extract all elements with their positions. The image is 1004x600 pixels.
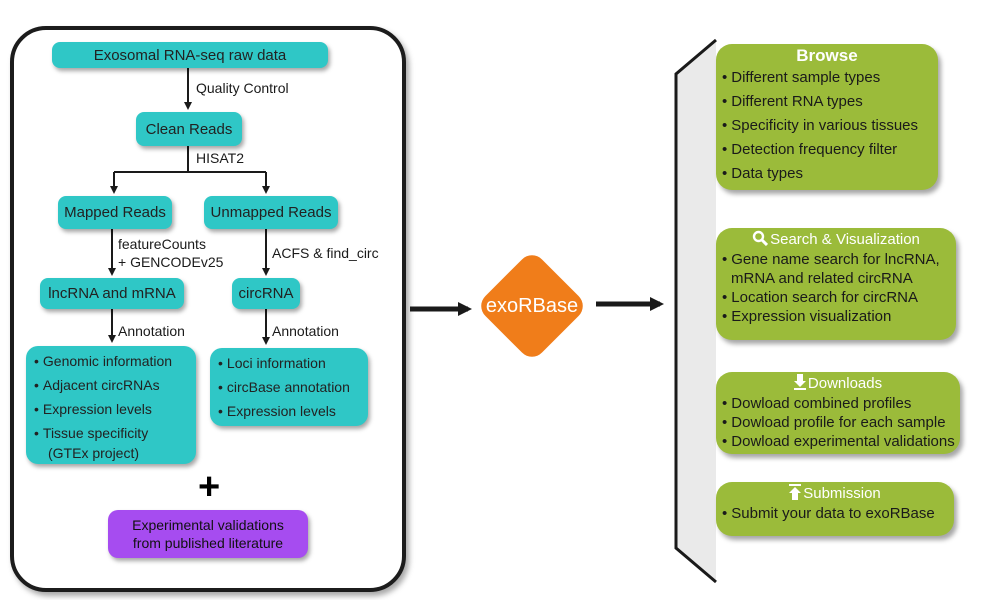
search-item: Gene name search for lncRNA, bbox=[722, 250, 950, 269]
experimental-line-2: from published literature bbox=[132, 535, 284, 551]
hisat2-label: HISAT2 bbox=[196, 150, 244, 166]
plus-sign: + bbox=[198, 466, 221, 508]
downloads-title-text: Downloads bbox=[807, 375, 883, 392]
experimental-validations-box: Experimental validations from published … bbox=[108, 510, 308, 558]
browse-box: Browse Different sample types Different … bbox=[716, 44, 938, 190]
list-item: (GTEx project) bbox=[48, 445, 140, 461]
list-item: Loci information bbox=[218, 351, 360, 375]
submission-title: Submission bbox=[722, 484, 948, 504]
search-visualization-box: Search & Visualization Gene name search … bbox=[716, 228, 956, 340]
annotation-left-label: Annotation bbox=[118, 323, 185, 339]
browse-item: Specificity in various tissues bbox=[722, 114, 932, 138]
downloads-item: Dowload experimental validations bbox=[722, 432, 954, 451]
circrna-annotation-list: Loci information circBase annotation Exp… bbox=[210, 348, 368, 426]
list-item: Genomic information bbox=[34, 349, 188, 373]
annotation-right-label: Annotation bbox=[272, 323, 339, 339]
browse-title: Browse bbox=[796, 46, 858, 65]
unmapped-reads-label: Unmapped Reads bbox=[210, 204, 332, 221]
clean-reads-label: Clean Reads bbox=[145, 120, 233, 138]
gencode-label: + GENCODEv25 bbox=[118, 254, 224, 270]
downloads-title: Downloads bbox=[722, 374, 954, 394]
search-item: Location search for circRNA bbox=[722, 288, 950, 307]
downloads-item: Dowload profile for each sample bbox=[722, 413, 954, 432]
list-item: Adjacent circRNAs bbox=[34, 373, 188, 397]
upload-icon bbox=[789, 484, 802, 500]
submission-item: Submit your data to exoRBase bbox=[722, 504, 948, 523]
search-item: Expression visualization bbox=[722, 307, 950, 326]
mapped-reads-box: Mapped Reads bbox=[58, 196, 172, 229]
download-icon bbox=[793, 374, 806, 390]
raw-data-label: Exosomal RNA-seq raw data bbox=[93, 46, 287, 64]
magnifier-icon bbox=[752, 230, 769, 246]
clean-reads-box: Clean Reads bbox=[136, 112, 242, 146]
browse-item: Data types bbox=[722, 162, 932, 186]
quality-control-label: Quality Control bbox=[196, 80, 289, 96]
browse-item: Different RNA types bbox=[722, 90, 932, 114]
exorbase-label: exoRBase bbox=[485, 294, 579, 317]
downloads-item: Dowload combined profiles bbox=[722, 394, 954, 413]
featurecounts-label: featureCounts bbox=[118, 236, 206, 252]
circrna-box: circRNA bbox=[232, 278, 300, 309]
unmapped-reads-box: Unmapped Reads bbox=[204, 196, 338, 229]
raw-data-box: Exosomal RNA-seq raw data bbox=[52, 42, 328, 68]
list-item: Tissue specificity bbox=[34, 421, 188, 445]
list-item: circBase annotation bbox=[218, 375, 360, 399]
lncrna-mrna-box: lncRNA and mRNA bbox=[40, 278, 184, 309]
circrna-label: circRNA bbox=[238, 285, 294, 302]
mapped-reads-label: Mapped Reads bbox=[64, 204, 166, 221]
list-item: Expression levels bbox=[34, 397, 188, 421]
lncrna-annotation-list: Genomic information Adjacent circRNAs Ex… bbox=[26, 346, 196, 464]
list-item: Expression levels bbox=[218, 399, 360, 423]
search-title-text: Search & Visualization bbox=[770, 231, 920, 248]
acfs-label: ACFS & find_circ bbox=[272, 245, 379, 261]
lncrna-mrna-label: lncRNA and mRNA bbox=[48, 285, 176, 302]
downloads-box: Downloads Dowload combined profiles Dowl… bbox=[716, 372, 960, 454]
submission-box: Submission Submit your data to exoRBase bbox=[716, 482, 954, 536]
search-title: Search & Visualization bbox=[722, 230, 950, 250]
experimental-line-1: Experimental validations bbox=[132, 517, 284, 533]
exorbase-node: exoRBase bbox=[470, 244, 594, 368]
submission-title-text: Submission bbox=[803, 485, 881, 502]
search-item: mRNA and related circRNA bbox=[731, 270, 913, 287]
browse-item: Different sample types bbox=[722, 66, 932, 90]
browse-item: Detection frequency filter bbox=[722, 138, 932, 162]
